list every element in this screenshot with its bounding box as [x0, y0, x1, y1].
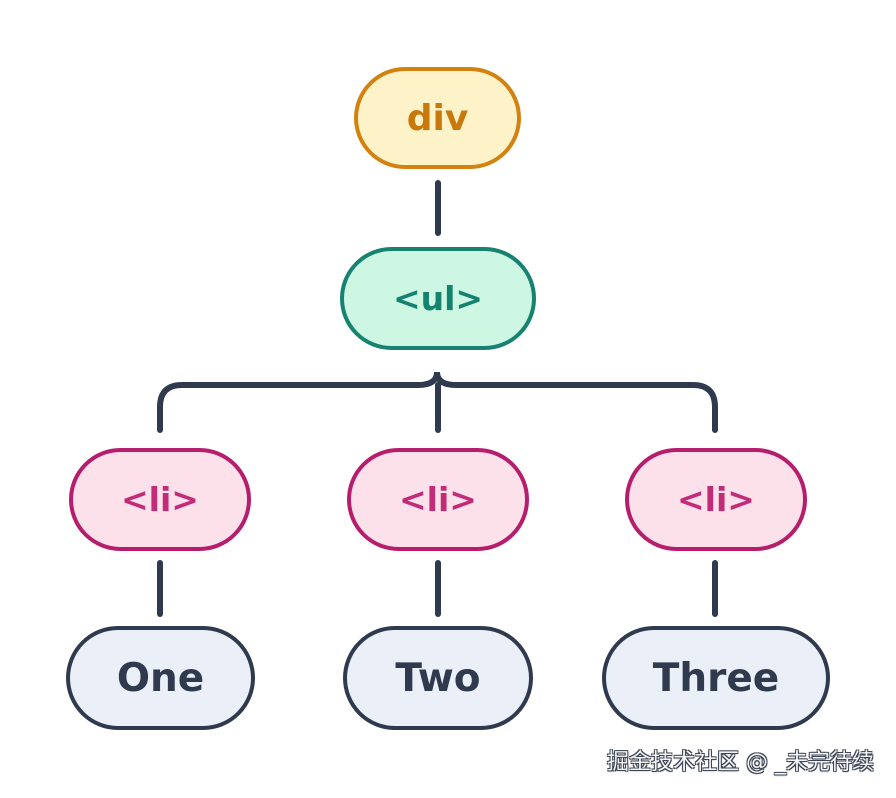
ul-node: <ul> — [340, 247, 536, 350]
edge-ul-brace — [157, 371, 718, 433]
text-node-one: One — [66, 626, 255, 730]
text-node-three: Three — [602, 626, 830, 730]
watermark: 掘金技术社区 @ _未完待续 — [607, 750, 874, 775]
div-node: div — [354, 67, 521, 169]
text-node-two: Two — [343, 626, 533, 730]
li-node-3: <li> — [625, 448, 807, 551]
li-node-1: <li> — [69, 448, 251, 551]
li-node-2: <li> — [347, 448, 529, 551]
